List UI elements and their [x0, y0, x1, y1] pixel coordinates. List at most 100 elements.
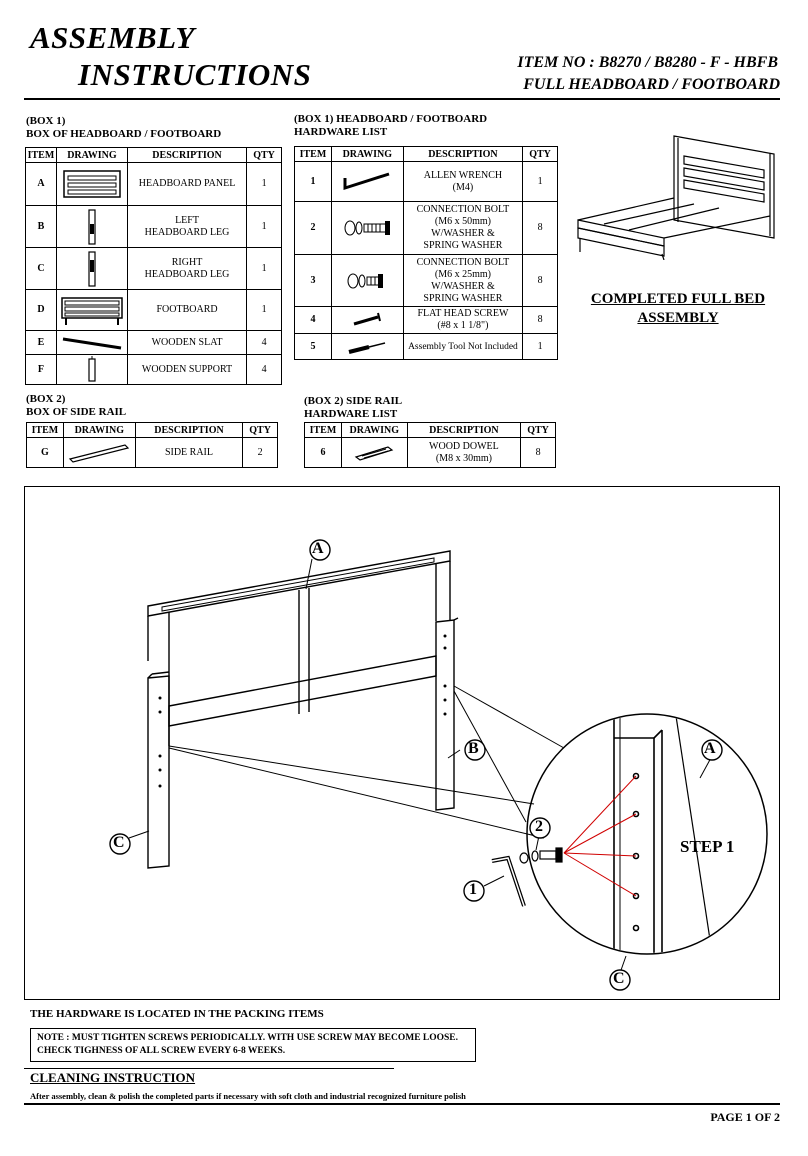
- table-header-row: ITEM DRAWING DESCRIPTION QTY: [294, 146, 558, 162]
- connection-bolt-long-drawing: [330, 201, 404, 255]
- column-header: ITEM: [304, 422, 342, 438]
- column-header: QTY: [246, 147, 282, 163]
- box1-parts-table: ITEM DRAWING DESCRIPTION QTY A HEADBOARD…: [25, 147, 282, 385]
- wooden-support-drawing: [55, 354, 128, 385]
- column-header: QTY: [242, 422, 278, 438]
- table-row: 2 CONNECTION BOLT (M6 x 50mm) W/WASHER &…: [294, 201, 558, 255]
- item-code: B: [25, 205, 57, 248]
- note-line-1: NOTE : MUST TIGHTEN SCREWS PERIODICALLY.…: [37, 1033, 459, 1043]
- connection-bolt-short-drawing: [330, 254, 404, 307]
- note-line-2: CHECK TIGHNESS OF ALL SCREW EVERY 6-8 WE…: [37, 1046, 286, 1056]
- description: Assembly Tool Not Included: [402, 333, 524, 360]
- table-row: A HEADBOARD PANEL 1: [25, 162, 282, 206]
- box2-label: (BOX 2): [26, 393, 66, 405]
- item-code: 2: [294, 201, 332, 255]
- box1-hardware-header: (BOX 1) HEADBOARD / FOOTBOARD HARDWARE L…: [294, 113, 487, 139]
- column-header: ITEM: [25, 147, 57, 163]
- description: WOODEN SUPPORT: [126, 354, 248, 385]
- box1-hardware-label: (BOX 1) HEADBOARD / FOOTBOARD: [294, 113, 488, 125]
- quantity: 1: [522, 161, 558, 202]
- cleaning-text: After assembly, clean & polish the compl…: [30, 1091, 466, 1101]
- title-line-2: INSTRUCTIONS: [78, 57, 312, 92]
- table-header-row: ITEM DRAWING DESCRIPTION QTY: [26, 422, 278, 438]
- page-number: PAGE 1 OF 2: [710, 1110, 780, 1124]
- item-subtitle: FULL HEADBOARD / FOOTBOARD: [523, 76, 780, 93]
- quantity: 1: [246, 247, 282, 290]
- quantity: 1: [246, 162, 282, 206]
- title-line-1: ASSEMBLY: [30, 20, 195, 55]
- step-label: STEP 1: [680, 837, 735, 856]
- description: ALLEN WRENCH (M4): [402, 161, 524, 202]
- box2-hardware-header: (BOX 2) SIDE RAIL HARDWARE LIST: [304, 395, 402, 421]
- item-code: A: [25, 162, 57, 206]
- table-row: 4 FLAT HEAD SCREW (#8 x 1 1/8") 8: [294, 306, 558, 334]
- table-row: 3 CONNECTION BOLT (M6 x 25mm) W/WASHER &…: [294, 254, 558, 307]
- description: RIGHT HEADBOARD LEG: [126, 247, 248, 290]
- callout-c-zoom: C: [613, 970, 625, 987]
- item-number: ITEM NO : B8270 / B8280 - F - HBFB: [517, 54, 778, 71]
- box1-title: BOX OF HEADBOARD / FOOTBOARD: [26, 128, 222, 140]
- cleaning-divider: [24, 1068, 394, 1069]
- table-row: B LEFT HEADBOARD LEG 1: [25, 205, 282, 248]
- quantity: 1: [246, 205, 282, 248]
- table-row: C RIGHT HEADBOARD LEG 1: [25, 247, 282, 290]
- wooden-slat-drawing: [55, 330, 128, 355]
- item-code: 6: [304, 437, 342, 468]
- completed-bed-illustration: [577, 135, 775, 260]
- column-header: DRAWING: [330, 146, 404, 162]
- column-header: DESCRIPTION: [126, 147, 248, 163]
- table-row: G SIDE RAIL 2: [26, 437, 278, 468]
- item-code: 3: [294, 254, 332, 307]
- column-header: QTY: [520, 422, 556, 438]
- box1-hardware-table: ITEM DRAWING DESCRIPTION QTY 1 ALLEN WRE…: [294, 146, 558, 360]
- quantity: 8: [522, 306, 558, 334]
- header-divider: [24, 98, 780, 100]
- headboard-panel-drawing: [55, 162, 128, 206]
- column-header: QTY: [522, 146, 558, 162]
- side-rail-drawing: [62, 437, 136, 468]
- item-code: 5: [294, 333, 332, 360]
- table-row: F WOODEN SUPPORT 4: [25, 354, 282, 385]
- description: CONNECTION BOLT (M6 x 25mm) W/WASHER & S…: [402, 254, 524, 307]
- step1-assembly-diagram: [109, 539, 768, 991]
- item-code: F: [25, 354, 57, 385]
- item-code: C: [25, 247, 57, 290]
- quantity: 4: [246, 330, 282, 355]
- footboard-drawing: [55, 289, 128, 331]
- left-leg-drawing: [55, 205, 128, 248]
- quantity: 1: [522, 333, 558, 360]
- description: CONNECTION BOLT (M6 x 50mm) W/WASHER & S…: [402, 201, 524, 255]
- quantity: 4: [246, 354, 282, 385]
- flat-head-screw-drawing: [330, 306, 404, 334]
- column-header: ITEM: [26, 422, 64, 438]
- column-header: ITEM: [294, 146, 332, 162]
- right-leg-drawing: [55, 247, 128, 290]
- item-code: 1: [294, 161, 332, 202]
- step1-diagram-frame: [24, 486, 780, 1000]
- description: WOODEN SLAT: [126, 330, 248, 355]
- table-row: E WOODEN SLAT 4: [25, 330, 282, 355]
- box2-hardware-table: ITEM DRAWING DESCRIPTION QTY 6 WOOD DOWE…: [304, 422, 556, 468]
- table-row: 5 Assembly Tool Not Included 1: [294, 333, 558, 360]
- column-header: DRAWING: [62, 422, 136, 438]
- quantity: 8: [520, 437, 556, 468]
- description: FOOTBOARD: [126, 289, 248, 331]
- description: WOOD DOWEL (M8 x 30mm): [406, 437, 522, 468]
- item-code: 4: [294, 306, 332, 334]
- box1-label: (BOX 1): [26, 115, 66, 127]
- item-code: E: [25, 330, 57, 355]
- callout-a-zoom: A: [704, 740, 716, 757]
- description: HEADBOARD PANEL: [126, 162, 248, 206]
- column-header: DRAWING: [340, 422, 408, 438]
- description: FLAT HEAD SCREW (#8 x 1 1/8"): [402, 306, 524, 334]
- box1-header: (BOX 1) BOX OF HEADBOARD / FOOTBOARD: [26, 115, 221, 141]
- callout-a: A: [312, 540, 324, 557]
- description: SIDE RAIL: [134, 437, 244, 468]
- table-row: D FOOTBOARD 1: [25, 289, 282, 331]
- table-header-row: ITEM DRAWING DESCRIPTION QTY: [304, 422, 556, 438]
- completed-bed-caption: COMPLETED FULL BED ASSEMBLY: [590, 291, 766, 326]
- box2-header: (BOX 2) BOX OF SIDE RAIL: [26, 393, 126, 419]
- callout-2: 2: [535, 818, 543, 835]
- table-row: 1 ALLEN WRENCH (M4) 1: [294, 161, 558, 202]
- quantity: 2: [242, 437, 278, 468]
